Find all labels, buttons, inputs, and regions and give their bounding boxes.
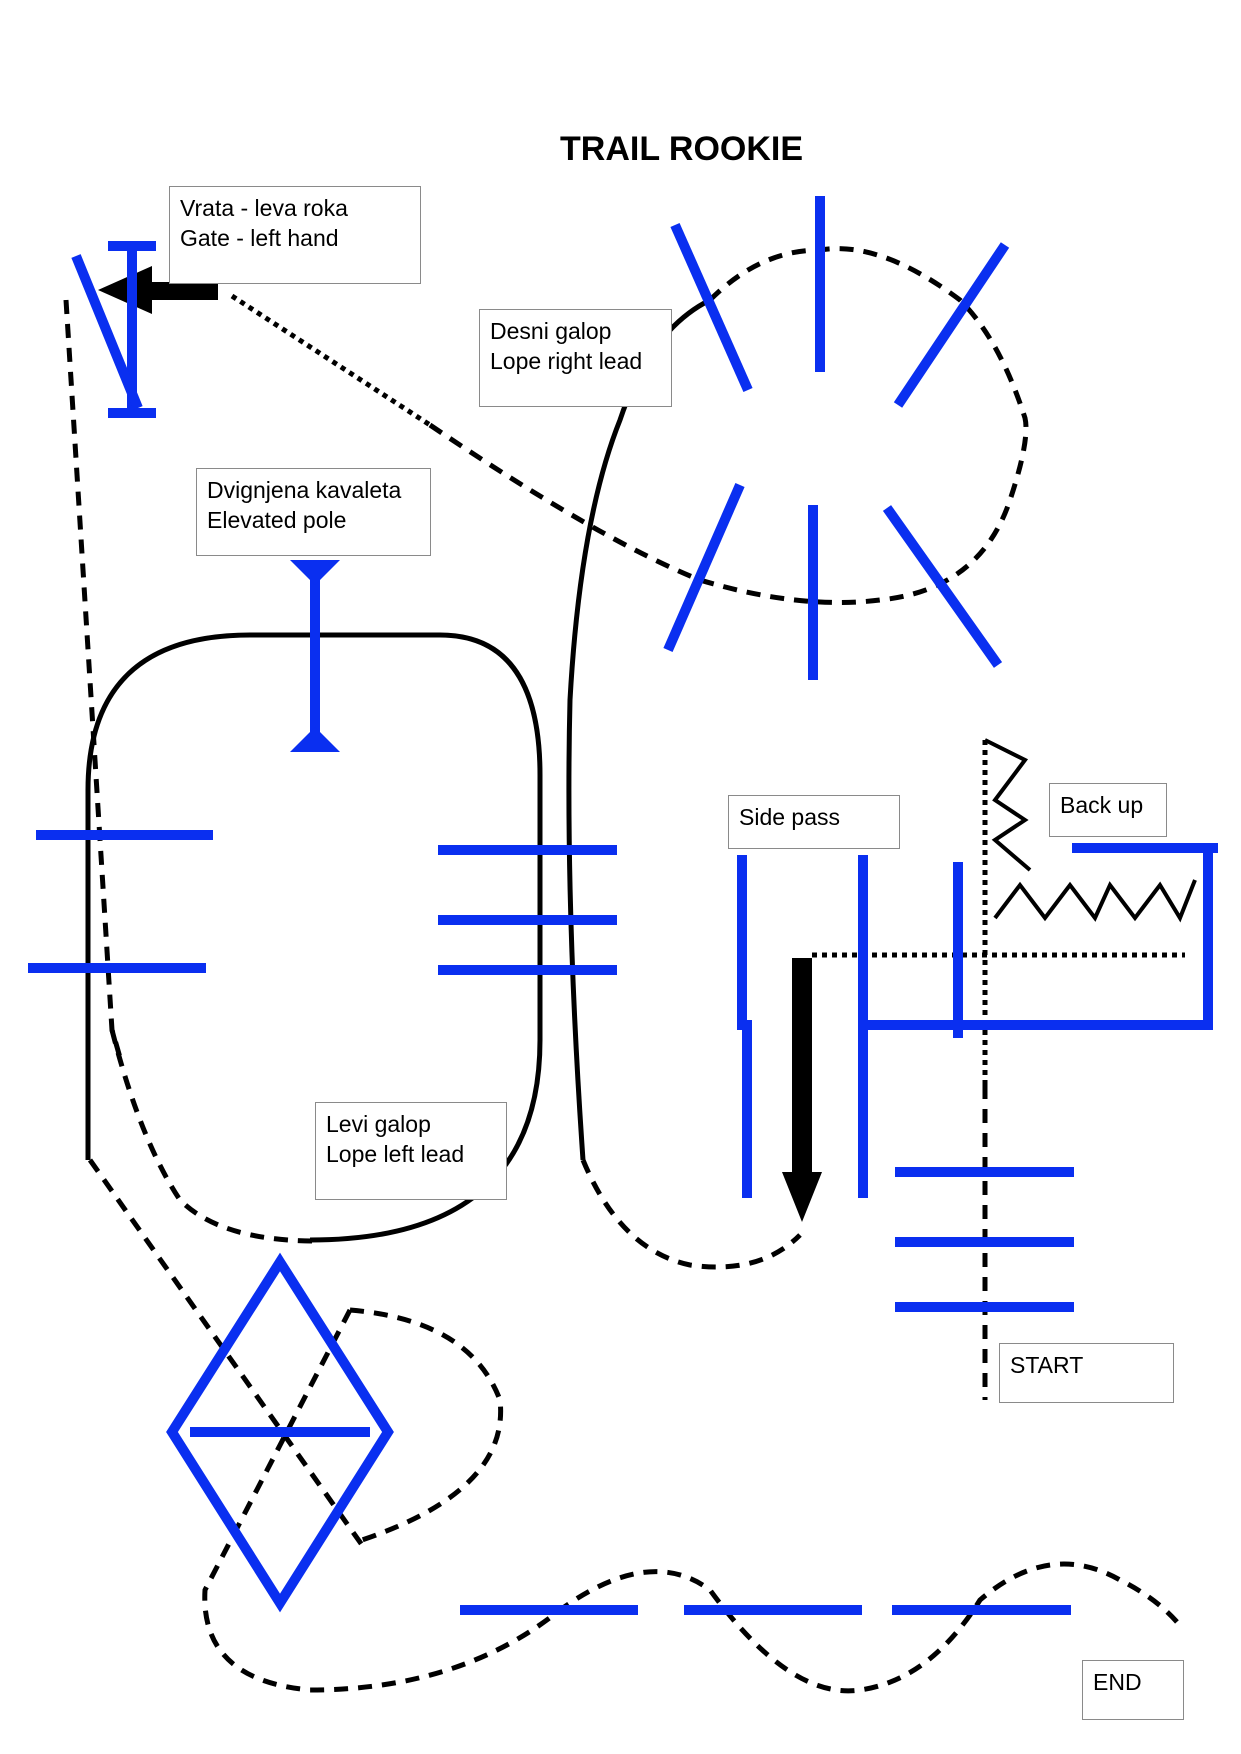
start-label: START xyxy=(999,1343,1174,1403)
lope-left-label: Levi galop Lope left lead xyxy=(315,1102,507,1200)
gate-label-line2: Gate - left hand xyxy=(180,225,339,251)
gate-label: Vrata - leva roka Gate - left hand xyxy=(169,186,421,284)
gate-obstacle xyxy=(71,241,156,418)
path-gate-dotted xyxy=(230,293,432,428)
lope-right-label-line2: Lope right lead xyxy=(490,348,643,374)
side-pass-label-text: Side pass xyxy=(739,804,841,830)
elevated-pole-label: Dvignjena kavaleta Elevated pole xyxy=(196,468,431,556)
left-ground-poles xyxy=(28,830,213,973)
path-backup-zigzag-vertical xyxy=(984,738,1032,872)
start-ground-poles xyxy=(895,1167,1074,1312)
elevated-pole-caps xyxy=(290,560,340,752)
back-up-label: Back up xyxy=(1049,783,1167,837)
path-diamond-right-loop xyxy=(349,1307,504,1543)
diamond-obstacle xyxy=(166,1252,394,1613)
path-to-sidepass xyxy=(580,1159,802,1270)
path-to-lope-circle xyxy=(428,246,1029,605)
end-label: END xyxy=(1082,1660,1184,1720)
lope-right-label-line1: Desni galop xyxy=(490,318,612,344)
sidepass-poles xyxy=(737,855,963,1198)
end-label-text: END xyxy=(1093,1669,1142,1695)
gate-arrow xyxy=(98,266,218,314)
lope-circle-poles xyxy=(663,196,1010,680)
elevated-pole-label-line2: Elevated pole xyxy=(207,507,347,533)
path-diagonal-through-diamond xyxy=(87,1158,365,1547)
path-backup-zigzag-horizontal xyxy=(993,879,1197,923)
elevated-pole-label-line1: Dvignjena kavaleta xyxy=(207,477,402,503)
course-title: TRAIL ROOKIE xyxy=(560,130,804,168)
lope-left-label-line2: Lope left lead xyxy=(326,1141,465,1167)
gate-label-line1: Vrata - leva roka xyxy=(180,195,348,221)
path-left-loop-bottom xyxy=(109,1029,313,1244)
side-pass-label: Side pass xyxy=(728,795,900,849)
middle-ground-poles xyxy=(438,845,617,975)
sidepass-direction-arrow xyxy=(782,958,822,1222)
path-right-lope-line xyxy=(566,297,712,1161)
lope-left-label-line1: Levi galop xyxy=(326,1111,431,1137)
backup-obstacle xyxy=(863,843,1218,1030)
back-up-label-text: Back up xyxy=(1060,792,1144,818)
path-diamond-to-end xyxy=(202,1308,1184,1694)
lope-right-label: Desni galop Lope right lead xyxy=(479,309,672,407)
start-label-text: START xyxy=(1010,1352,1084,1378)
